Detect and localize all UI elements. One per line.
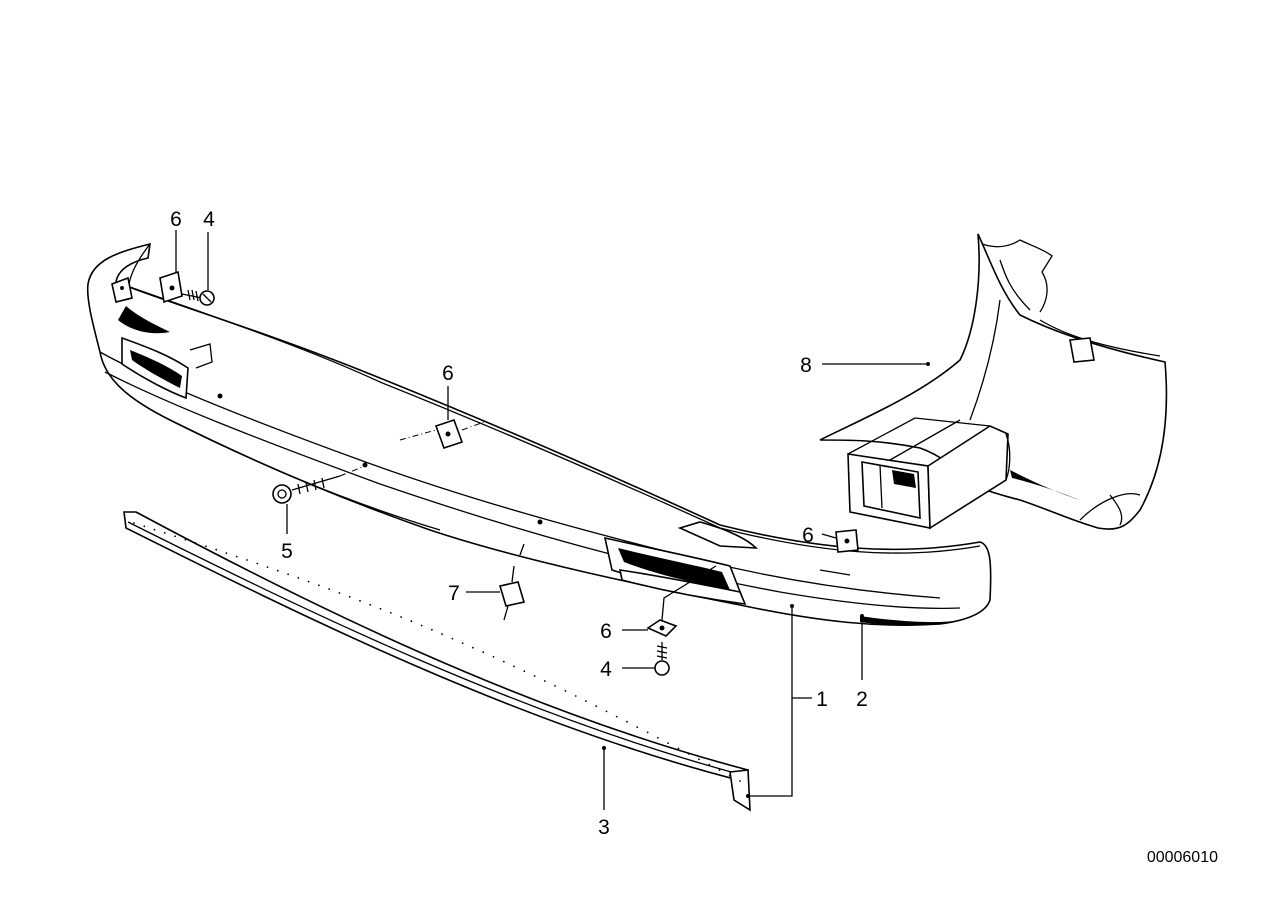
perforation-dot	[297, 577, 300, 579]
screw-5	[272, 465, 366, 504]
strip-perforation-dots	[133, 522, 741, 782]
perforation-dot	[246, 559, 248, 561]
callout-4-top-left: 4	[203, 208, 215, 231]
perforation-dot	[163, 532, 166, 534]
clip-nut-top-left	[159, 270, 183, 304]
perforation-dot	[605, 710, 608, 713]
perforation-dot	[492, 656, 495, 658]
perforation-dot	[389, 612, 392, 614]
perforation-dot	[174, 535, 177, 538]
perforation-dot	[359, 599, 361, 602]
perforation-dot	[369, 603, 372, 606]
perforation-dot	[410, 620, 413, 623]
perforation-dot	[235, 555, 238, 558]
perforation-dot	[543, 680, 546, 682]
perforation-dot	[461, 642, 464, 644]
leader-lines	[175, 230, 930, 810]
perforation-dot	[646, 731, 649, 734]
perforation-dot	[256, 562, 259, 565]
callout-4-lower: 4	[600, 658, 612, 681]
perforation-dot	[687, 753, 690, 755]
perforation-dot	[133, 522, 135, 524]
screw-top-left	[181, 289, 215, 306]
perforation-dot	[205, 545, 207, 548]
perforation-dot	[400, 616, 402, 618]
perforation-dot	[307, 580, 310, 583]
perforation-dot	[472, 646, 474, 649]
perforation-dot	[379, 607, 382, 610]
perforation-dot	[574, 695, 577, 697]
perforation-dot	[523, 670, 526, 673]
perforation-dot	[728, 774, 731, 777]
callout-8: 8	[800, 354, 812, 377]
callout-6-center: 6	[442, 362, 454, 385]
callout-6-right: 6	[802, 524, 814, 547]
perforation-dot	[153, 528, 156, 531]
callout-6-lower: 6	[600, 620, 612, 643]
perforation-dot	[718, 769, 721, 771]
document-number: 00006010	[1147, 849, 1218, 866]
perforation-dot	[328, 588, 331, 590]
perforation-dot	[708, 763, 711, 766]
perforation-dot	[533, 675, 536, 677]
bumper-strip	[123, 511, 751, 812]
callout-7: 7	[448, 582, 460, 605]
perforation-dot	[626, 720, 628, 723]
perforation-dot	[431, 628, 433, 631]
perforation-dot	[502, 660, 505, 663]
perforation-dot	[420, 624, 423, 627]
nut-7	[498, 543, 526, 621]
perforation-dot	[451, 637, 454, 640]
perforation-dot	[513, 665, 515, 668]
perforation-dot	[287, 573, 289, 576]
callout-1: 1	[816, 688, 828, 711]
screw-lower	[654, 642, 670, 676]
air-duct-panel	[819, 233, 1168, 530]
perforation-dot	[441, 633, 443, 636]
callout-2: 2	[856, 688, 868, 711]
perforation-dot	[656, 736, 659, 739]
perforation-dot	[215, 548, 218, 551]
corner-bracket	[111, 276, 133, 303]
perforation-dot	[739, 780, 741, 782]
perforation-dot	[482, 651, 485, 654]
perforation-dot	[595, 705, 598, 708]
perforation-dot	[143, 525, 146, 528]
perforation-dot	[338, 592, 341, 594]
perforation-dot	[276, 569, 279, 572]
clip-nut-right	[835, 529, 859, 553]
perforation-dot	[184, 538, 187, 541]
perforation-dot	[585, 700, 587, 702]
callout-6-top-left: 6	[170, 208, 182, 231]
perforation-dot	[266, 566, 269, 568]
perforation-dot	[194, 542, 197, 544]
callout-3: 3	[598, 816, 610, 839]
clip-nut-center	[399, 418, 485, 450]
perforation-dot	[636, 726, 639, 728]
clip-nut-lower	[646, 565, 717, 637]
perforation-dot	[348, 595, 351, 598]
callout-5: 5	[281, 540, 293, 563]
perforation-dot	[554, 685, 556, 687]
perforation-dot	[318, 584, 320, 587]
perforation-dot	[677, 747, 680, 750]
perforation-dot	[615, 715, 618, 718]
perforation-dot	[564, 690, 567, 692]
perforation-dot	[225, 552, 228, 554]
perforation-dot	[667, 742, 669, 744]
perforation-dot	[698, 758, 700, 761]
